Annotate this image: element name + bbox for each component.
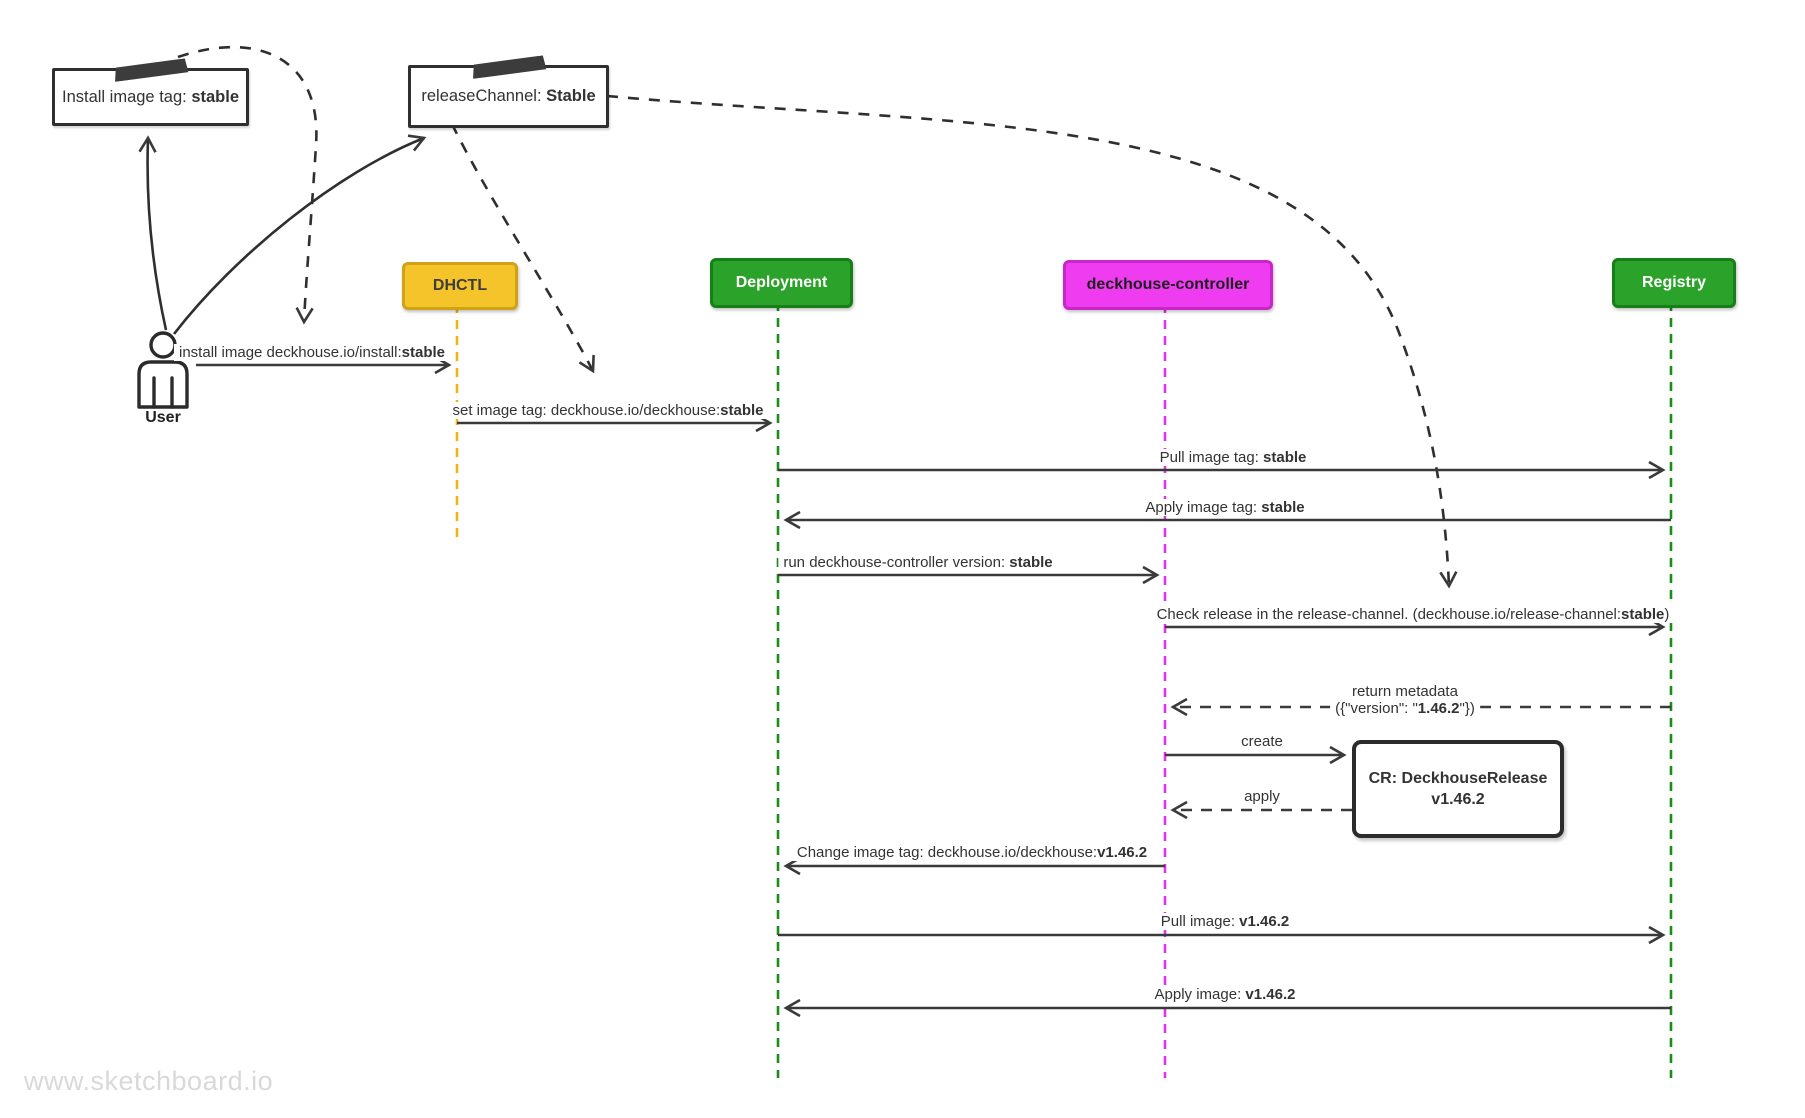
- msg-label-apply-image: Apply image: v1.46.2: [1149, 986, 1301, 1003]
- actor-registry[interactable]: Registry: [1612, 258, 1736, 308]
- msg-label-set-image-tag: set image tag: deckhouse.io/deckhouse:st…: [447, 402, 769, 419]
- actor-deployment[interactable]: Deployment: [710, 258, 853, 308]
- msg-label-check-release: Check release in the release-channel. (d…: [1151, 606, 1675, 623]
- actor-label: Registry: [1641, 274, 1707, 291]
- user-to-install-note-arrow: [138, 135, 168, 331]
- user-to-releasechannel-note-arrow: [172, 134, 427, 335]
- actor-dhctl[interactable]: DHCTL: [402, 262, 518, 310]
- actor-label: DHCTL: [432, 277, 488, 294]
- msg-label-pull-image: Pull image: v1.46.2: [1155, 913, 1295, 930]
- actor-label: Deployment: [735, 274, 828, 291]
- user-actor-figure[interactable]: [137, 331, 189, 409]
- install-note-connector: [177, 45, 318, 325]
- actor-deckhouse-controller[interactable]: deckhouse-controller: [1063, 260, 1273, 310]
- note-text: Install image tag: stable: [61, 87, 239, 106]
- msg-label-apply: apply: [1239, 788, 1285, 805]
- msg-label-create: create: [1236, 733, 1288, 750]
- msg-label-apply-image-tag: Apply image tag: stable: [1140, 499, 1310, 516]
- cr-box-version: v1.46.2: [1431, 790, 1485, 808]
- actor-label: deckhouse-controller: [1086, 276, 1250, 293]
- user-label: User: [145, 409, 181, 426]
- releasechannel-to-setimage-connector: [450, 123, 595, 374]
- note-text: releaseChannel: Stable: [421, 87, 596, 105]
- note-release-channel[interactable]: releaseChannel: Stable: [408, 65, 609, 128]
- msg-label-pull-image-tag: Pull image tag: stable: [1154, 449, 1312, 466]
- msg-label-change-image-tag: Change image tag: deckhouse.io/deckhouse…: [791, 844, 1153, 861]
- note-install-image-tag[interactable]: Install image tag: stable: [52, 68, 249, 126]
- cr-deckhouse-release-box[interactable]: CR: DeckhouseRelease v1.46.2: [1352, 740, 1564, 838]
- cr-box-title: CR: DeckhouseRelease: [1368, 769, 1548, 787]
- releasechannel-to-checkrelease-connector: [606, 94, 1458, 589]
- msg-label-run-controller: run deckhouse-controller version: stable: [778, 554, 1058, 571]
- msg-label-return-metadata: return metadata ({"version": "1.46.2"}): [1330, 683, 1480, 717]
- msg-label-install-image: install image deckhouse.io/install:stabl…: [174, 344, 450, 361]
- sketchboard-watermark: www.sketchboard.io: [24, 1066, 274, 1096]
